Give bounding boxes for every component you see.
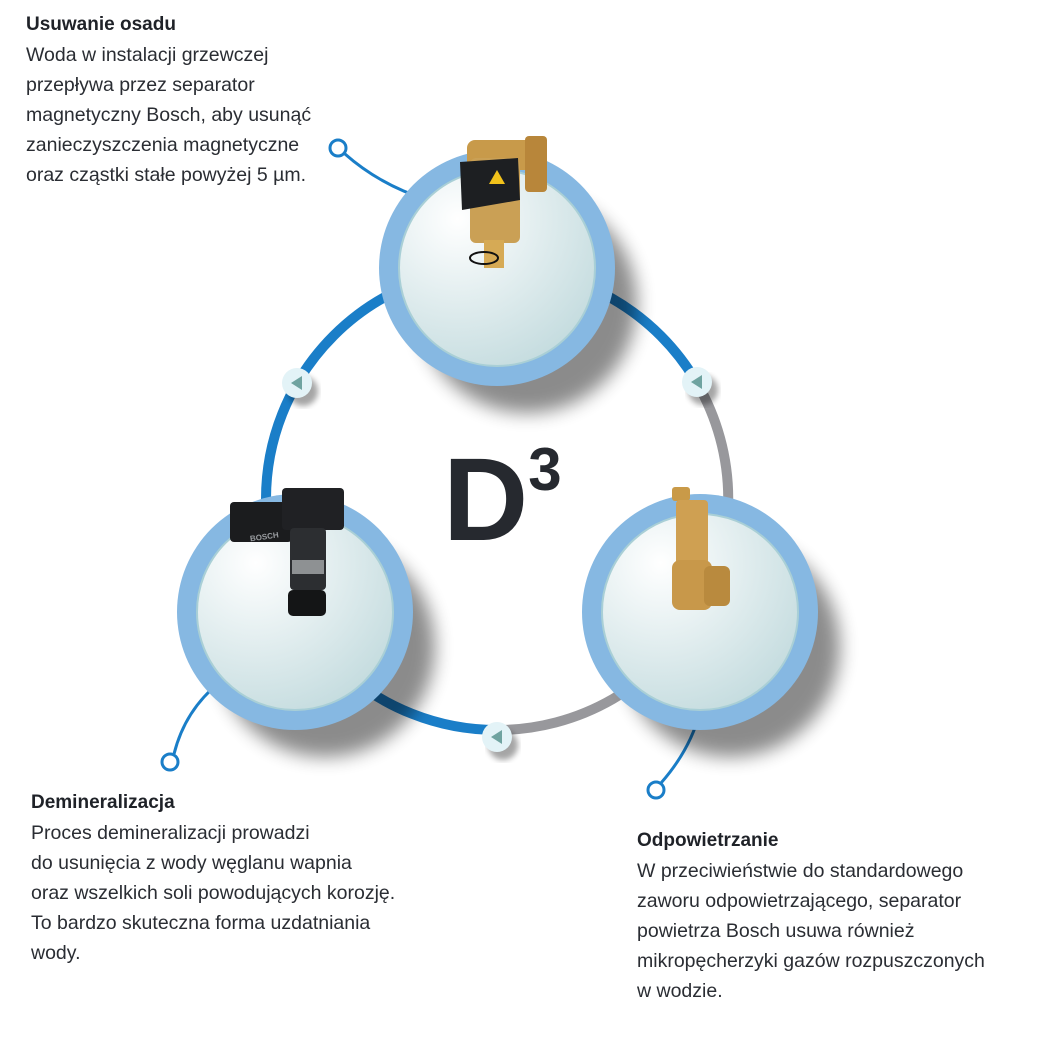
step-circle-right: [582, 494, 840, 757]
air-separator-image: [672, 487, 730, 610]
arrow-left-icon: [682, 367, 718, 405]
arrow-left-icon: [282, 368, 318, 406]
demineralization-filter-image: BOSCH: [230, 488, 344, 616]
step-deaeration: Odpowietrzanie W przeciwieństwie do stan…: [637, 826, 1037, 1006]
connector-dot-left: [160, 752, 180, 772]
step-title: Usuwanie osadu: [26, 14, 176, 35]
direction-arrows: [282, 367, 718, 760]
step-description: Proces demineralizacji prowadzi do usuni…: [31, 822, 396, 964]
connectors: [160, 138, 702, 800]
step-description: Woda w instalacji grzewczej przepływa pr…: [26, 44, 312, 186]
step-title: Odpowietrzanie: [637, 830, 779, 851]
magnetic-separator-image: [460, 136, 547, 268]
arrow-left-icon: [482, 722, 518, 760]
step-sediment-removal: Usuwanie osadu Woda w instalacji grzewcz…: [26, 10, 366, 190]
step-description: W przeciwieństwie do standardowego zawor…: [637, 860, 985, 1002]
step-demineralization: Demineralizacja Proces demineralizacji p…: [31, 788, 451, 968]
connector-dot-top: [328, 138, 348, 158]
step-title: Demineralizacja: [31, 792, 175, 813]
product-brand: BOSCH: [249, 530, 279, 543]
d3-center-label: D3: [443, 434, 562, 566]
connector-dot-right: [646, 780, 666, 800]
